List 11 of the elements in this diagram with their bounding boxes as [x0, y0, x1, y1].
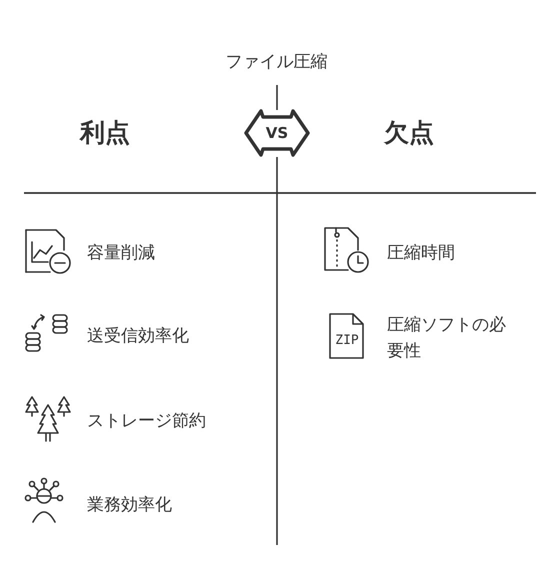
item-text: 業務効率化: [87, 494, 173, 517]
heading: 欠点: [384, 117, 435, 149]
title: ファイル圧縮: [224, 51, 328, 73]
item-text: 圧縮ソフトの必要性: [387, 314, 507, 363]
item-text: 容量削減: [87, 242, 156, 265]
heading: 利点: [80, 117, 131, 149]
item-text: 送受信効率化: [87, 325, 190, 348]
zip-text: ZIP: [334, 333, 360, 349]
item-text: ストレージ節約: [87, 410, 207, 433]
item-text: 圧縮時間: [387, 242, 456, 265]
vs-hexagon: VS: [244, 108, 310, 158]
